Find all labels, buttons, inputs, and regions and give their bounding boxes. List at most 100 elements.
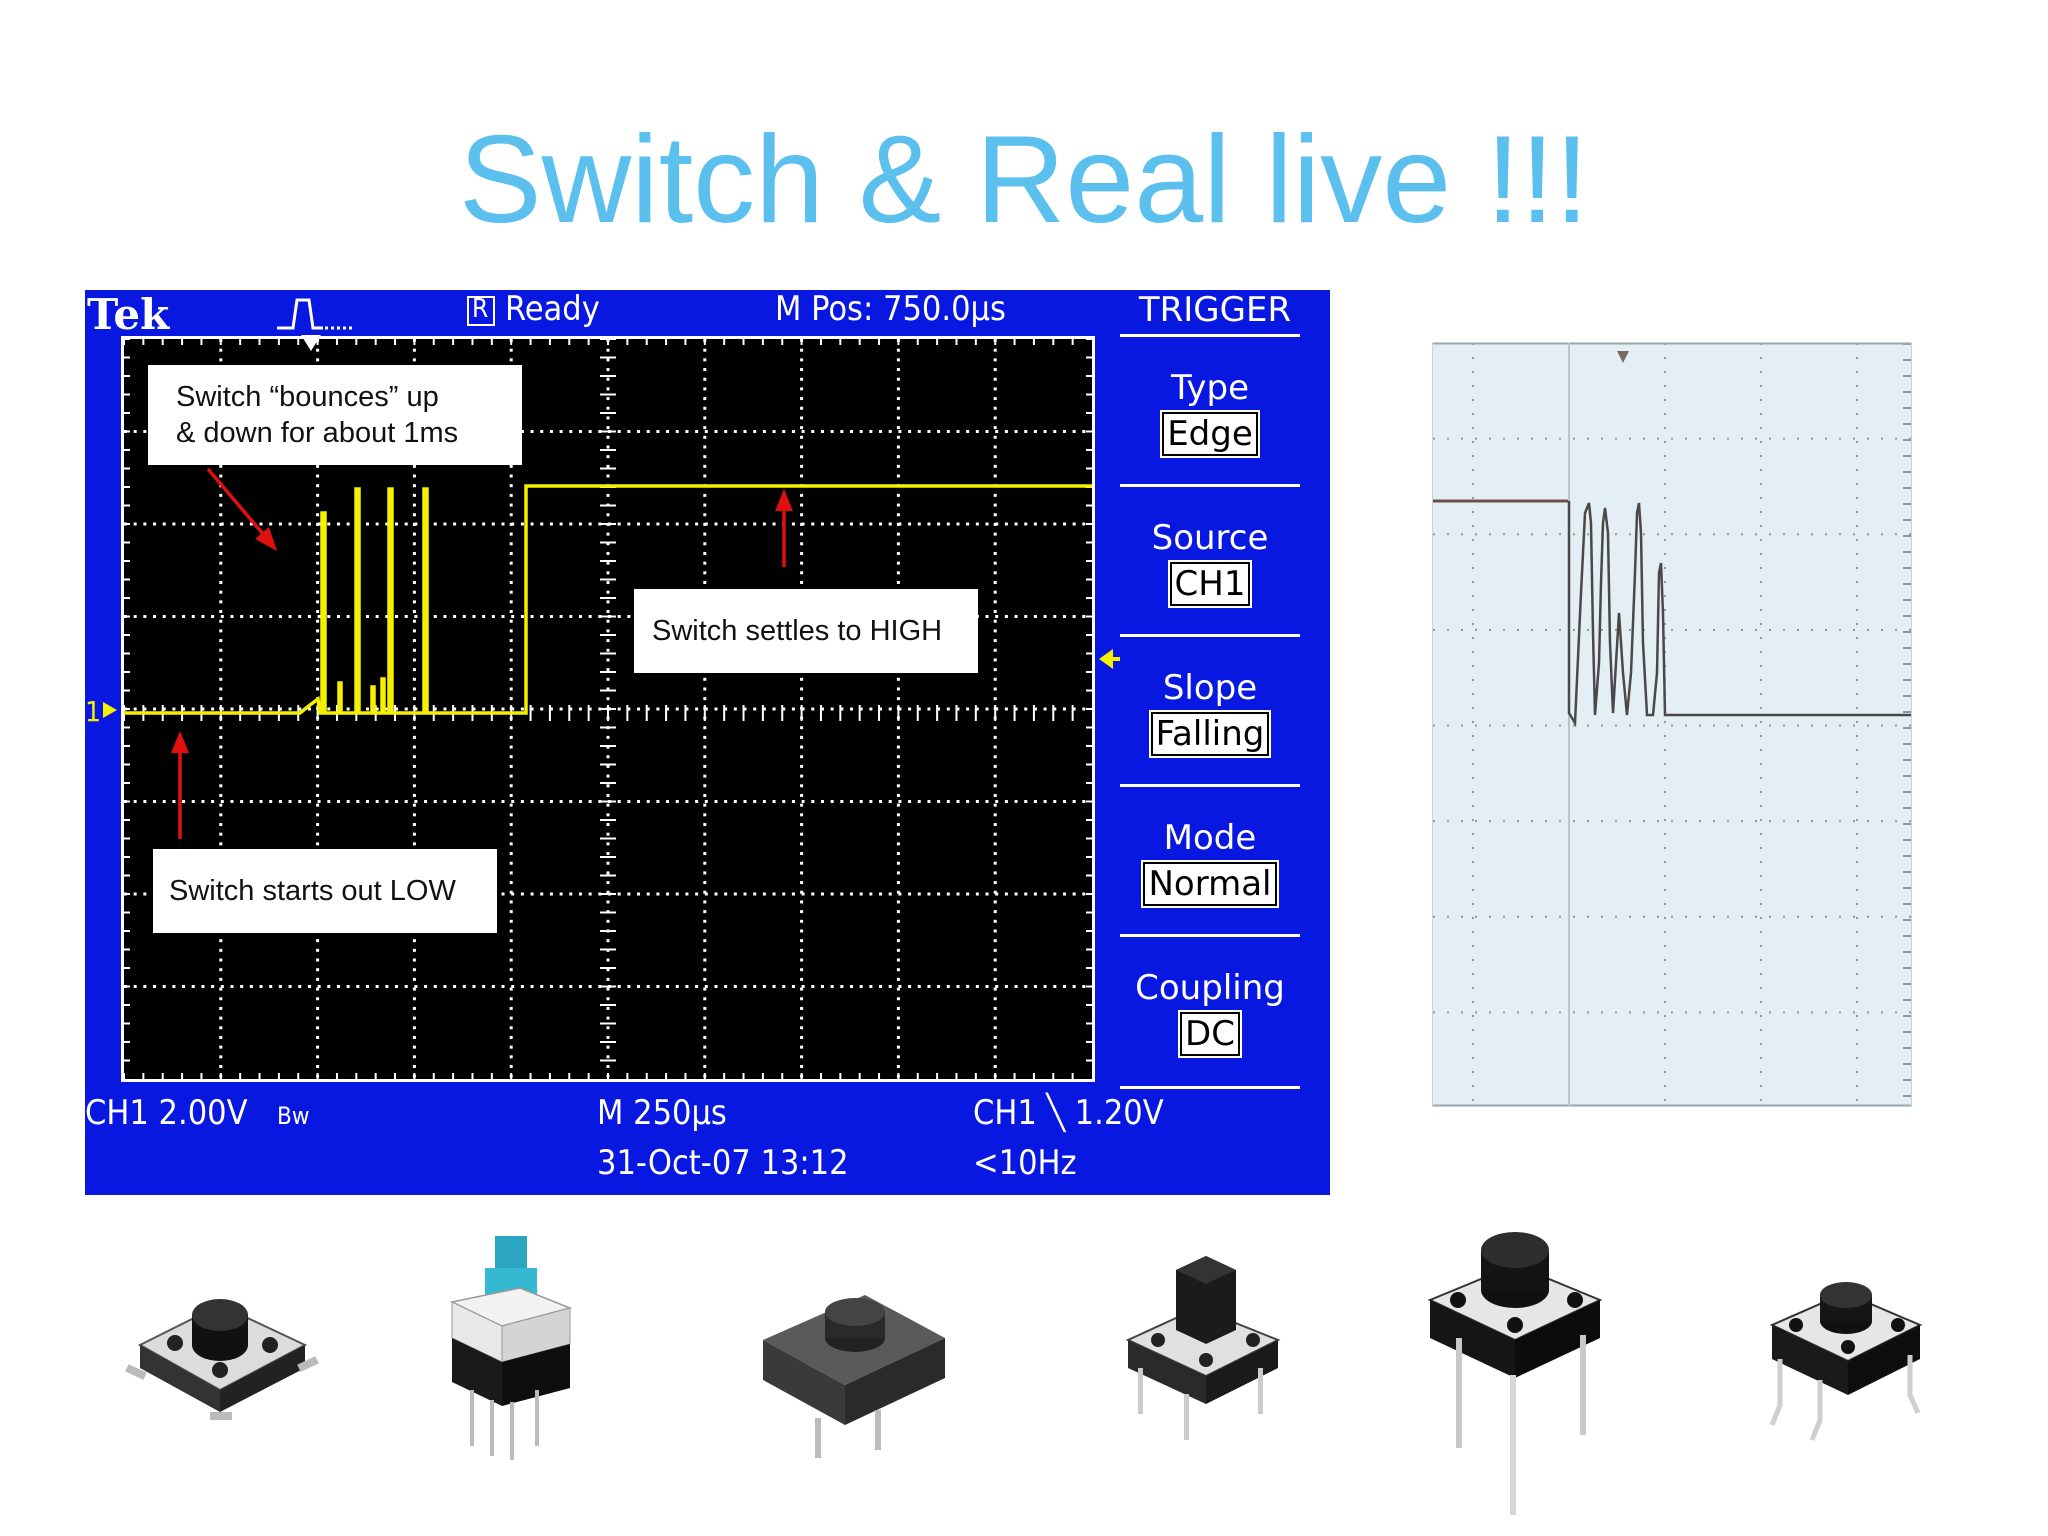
grid-dot <box>412 726 416 730</box>
grid-dot <box>278 522 282 526</box>
photo-grid-dot <box>1664 371 1666 373</box>
grid-dot <box>695 800 699 803</box>
grid-dot <box>946 522 950 526</box>
grid-dot <box>412 1065 416 1068</box>
grid-dot <box>685 522 689 526</box>
grid-dot <box>714 800 718 803</box>
grid-dot <box>219 1055 223 1059</box>
grid-dot <box>703 832 707 836</box>
grid-dot <box>946 430 950 433</box>
grid-dot <box>800 774 804 778</box>
grid-dot <box>800 919 804 923</box>
grid-dot <box>724 985 728 988</box>
grid-dot <box>888 892 892 896</box>
photo-grid-dot <box>1699 533 1701 536</box>
grid-dot <box>896 735 900 739</box>
grid-dot <box>917 892 921 896</box>
grid-dot <box>412 764 416 768</box>
grid-dot <box>172 707 176 711</box>
photo-grid-dot <box>1755 628 1757 631</box>
photo-grid-tick <box>1903 471 1911 473</box>
grid-dot <box>743 892 747 896</box>
grid-dot <box>191 985 195 988</box>
photo-grid-dot <box>1856 1029 1858 1031</box>
grid-dot <box>703 474 707 478</box>
grid-dot <box>850 800 853 803</box>
grid-dot <box>606 648 610 652</box>
grid-dot <box>685 430 689 433</box>
grid-dot <box>540 707 544 711</box>
photo-grid-dot <box>1713 915 1715 918</box>
frequency-readout: <10Hz <box>973 1143 1077 1183</box>
grid-dot <box>219 977 223 981</box>
grid-dot <box>509 493 513 497</box>
grid-dot <box>685 892 689 896</box>
grid-dot <box>549 800 553 803</box>
grid-dot <box>685 985 689 988</box>
grid-dot <box>743 522 747 526</box>
photo-grid-dot <box>1867 437 1869 440</box>
photo-grid-dot <box>1853 1011 1855 1014</box>
grid-dot <box>946 707 950 711</box>
grid-dot <box>800 358 804 362</box>
photo-grid-dot <box>1447 533 1449 536</box>
grid-dot <box>520 985 524 988</box>
grid-dot <box>472 522 476 526</box>
grid-dot <box>412 987 416 991</box>
photo-grid-dot <box>1517 533 1519 536</box>
grid-dot <box>993 997 997 1001</box>
grid-dot <box>896 900 900 904</box>
grid-dot <box>316 648 320 652</box>
grid-dot <box>879 892 883 896</box>
grid-dot <box>879 430 883 433</box>
grid-dot <box>269 800 273 803</box>
grid-dot <box>703 368 707 372</box>
grid-dot <box>606 803 610 807</box>
grid-dot <box>606 987 610 991</box>
photo-grid-dot <box>1664 791 1666 793</box>
photo-grid-dot <box>1472 749 1474 751</box>
photo-grid-dot <box>1727 820 1729 823</box>
grid-dot <box>606 774 610 778</box>
grid-dot <box>412 610 416 614</box>
grid-dot <box>520 892 524 896</box>
grid-dot <box>509 697 513 701</box>
grid-dot <box>1014 615 1018 618</box>
photo-grid-dot <box>1657 820 1659 823</box>
grid-dot <box>316 600 320 604</box>
grid-dot <box>412 600 416 604</box>
trigger-slope-value: Falling <box>1148 710 1272 758</box>
photo-grid-dot <box>1664 917 1666 919</box>
grid-dot <box>588 892 592 896</box>
grid-dot <box>509 484 513 488</box>
grid-dot <box>220 985 224 988</box>
grid-dot <box>269 707 273 711</box>
grid-dot <box>530 800 534 803</box>
grid-dot <box>896 416 900 420</box>
photo-grid-dot <box>1629 437 1631 440</box>
grid-dot <box>666 892 670 896</box>
photo-grid-dot <box>1760 665 1762 667</box>
grid-dot <box>606 1045 610 1049</box>
grid-dot <box>606 581 610 584</box>
photo-grid-dot <box>1760 1057 1762 1059</box>
grid-dot <box>249 522 253 526</box>
grid-dot <box>412 793 416 797</box>
grid-dot <box>937 707 941 711</box>
photo-grid-dot <box>1856 623 1858 625</box>
grid-dot <box>327 522 331 526</box>
grid-dot <box>703 919 707 923</box>
photo-grid-dot <box>1853 533 1855 536</box>
photo-grid-dot <box>1856 1057 1858 1059</box>
grid-dot <box>791 707 795 711</box>
grid-dot <box>800 842 804 846</box>
grid-dot <box>482 707 486 711</box>
grid-dot <box>703 948 707 952</box>
photo-grid-tick <box>1903 759 1911 761</box>
grid-dot <box>637 985 641 988</box>
grid-dot <box>908 522 912 526</box>
photo-grid-dot <box>1472 595 1474 597</box>
grid-dot <box>800 493 804 497</box>
grid-dot <box>656 522 660 526</box>
grid-dot <box>404 707 408 711</box>
